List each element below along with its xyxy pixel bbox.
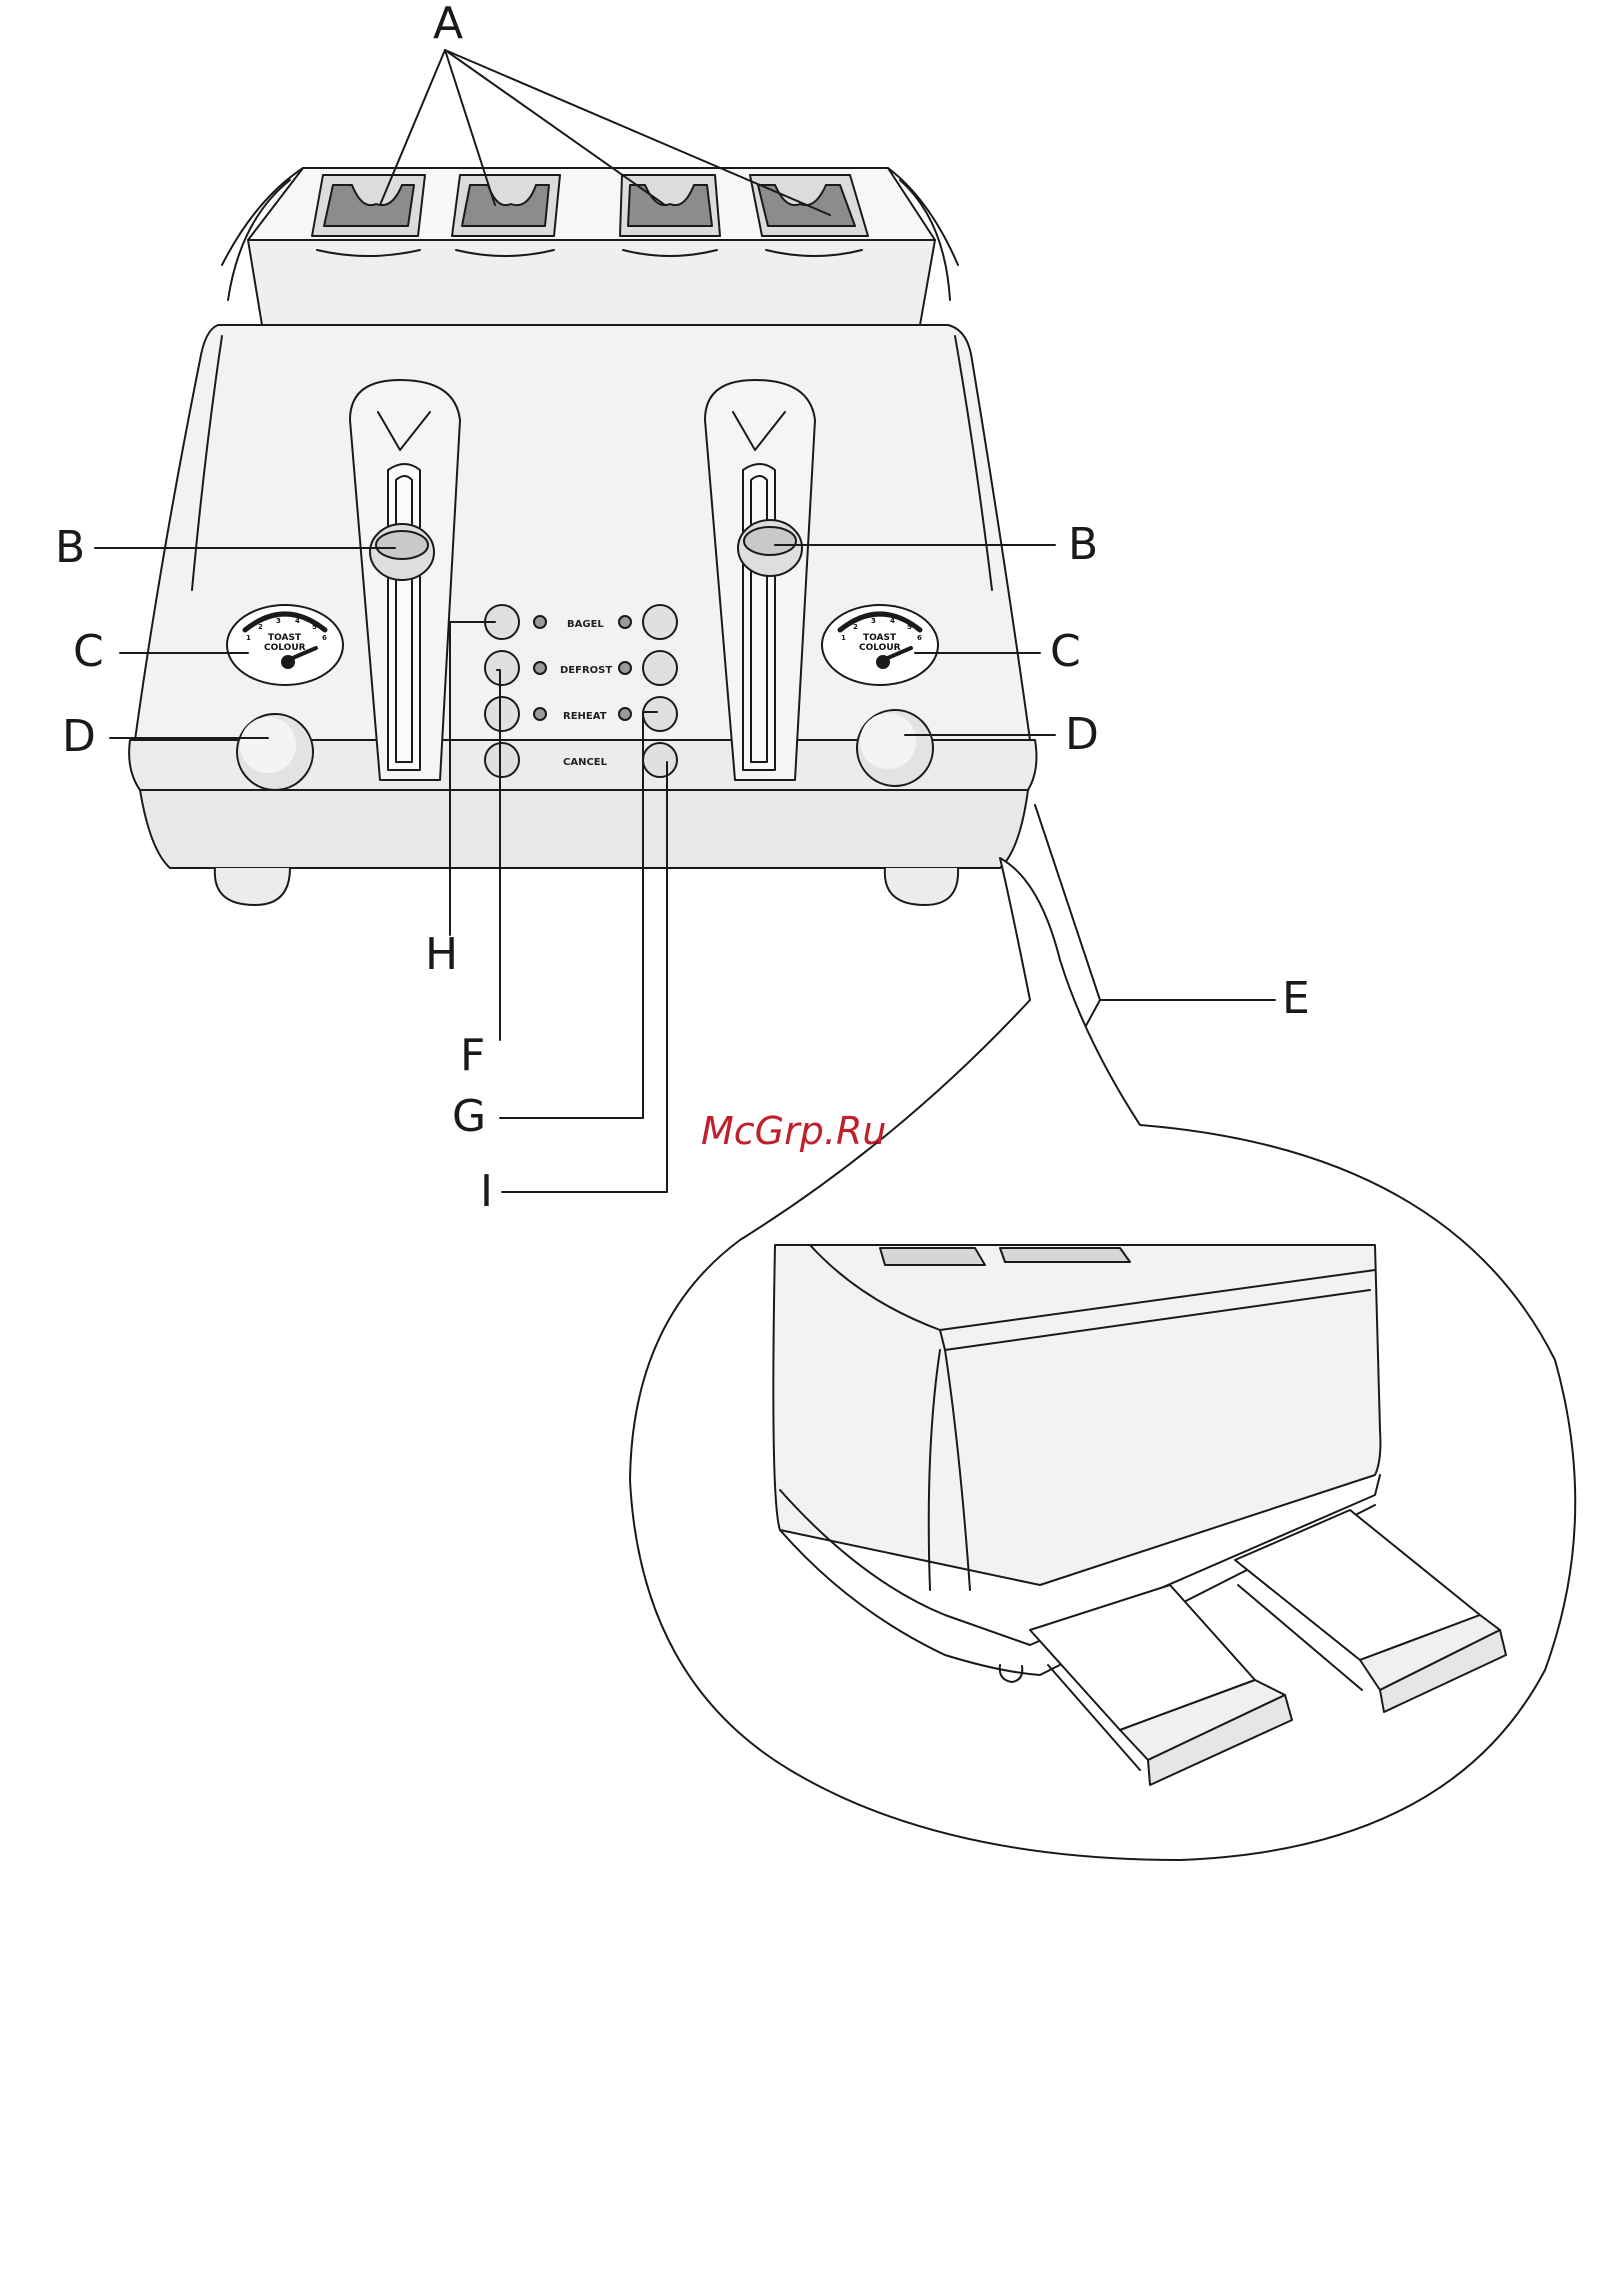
- svg-text:6: 6: [322, 634, 327, 642]
- callout-i: I: [480, 1170, 493, 1214]
- bagel-button-right: [643, 605, 677, 639]
- dial-left-line1: TOAST: [268, 633, 302, 643]
- callout-b-right: B: [1068, 523, 1098, 567]
- browning-knob-right[interactable]: [857, 710, 933, 786]
- svg-text:5: 5: [312, 623, 317, 631]
- svg-text:3: 3: [276, 617, 281, 625]
- browning-knob-left[interactable]: [237, 714, 313, 790]
- callout-f: F: [460, 1034, 485, 1078]
- watermark: McGrp.Ru: [701, 1109, 886, 1153]
- svg-text:2: 2: [258, 623, 263, 631]
- svg-text:1: 1: [246, 634, 251, 642]
- callout-a: A: [433, 2, 463, 46]
- callout-d-left: D: [62, 715, 96, 759]
- reheat-light-left: [534, 708, 546, 720]
- callout-c-right: C: [1050, 630, 1081, 674]
- callout-g: G: [452, 1095, 486, 1139]
- defrost-light-right: [619, 662, 631, 674]
- lever-knob-right[interactable]: [738, 520, 802, 576]
- bagel-light-right: [619, 616, 631, 628]
- svg-text:1: 1: [841, 634, 846, 642]
- svg-text:2: 2: [853, 623, 858, 631]
- defrost-label: DEFROST: [560, 665, 612, 676]
- reheat-button-left: [485, 697, 519, 731]
- detail-view: [630, 858, 1575, 1860]
- defrost-button-right: [643, 651, 677, 685]
- callout-h: H: [425, 933, 458, 977]
- bagel-label: BAGEL: [567, 619, 604, 630]
- callout-d-right: D: [1065, 713, 1099, 757]
- cancel-label: CANCEL: [563, 757, 608, 768]
- reheat-button-right: [643, 697, 677, 731]
- reheat-label: REHEAT: [563, 711, 607, 722]
- svg-text:3: 3: [871, 617, 876, 625]
- defrost-light-left: [534, 662, 546, 674]
- defrost-button-left: [485, 651, 519, 685]
- callout-c-left: C: [73, 630, 104, 674]
- lever-knob-left[interactable]: [370, 524, 434, 580]
- svg-text:4: 4: [890, 617, 895, 625]
- svg-text:4: 4: [295, 617, 300, 625]
- callout-e: E: [1282, 977, 1310, 1021]
- cancel-button-left: [485, 743, 519, 777]
- svg-text:5: 5: [907, 623, 912, 631]
- dial-left-line2: COLOUR: [264, 643, 306, 653]
- callout-b-left: B: [55, 526, 85, 570]
- svg-text:6: 6: [917, 634, 922, 642]
- bagel-light-left: [534, 616, 546, 628]
- dial-right-line1: TOAST: [863, 633, 897, 643]
- reheat-light-right: [619, 708, 631, 720]
- dial-right-line2: COLOUR: [859, 643, 901, 653]
- cancel-button-right: [643, 743, 677, 777]
